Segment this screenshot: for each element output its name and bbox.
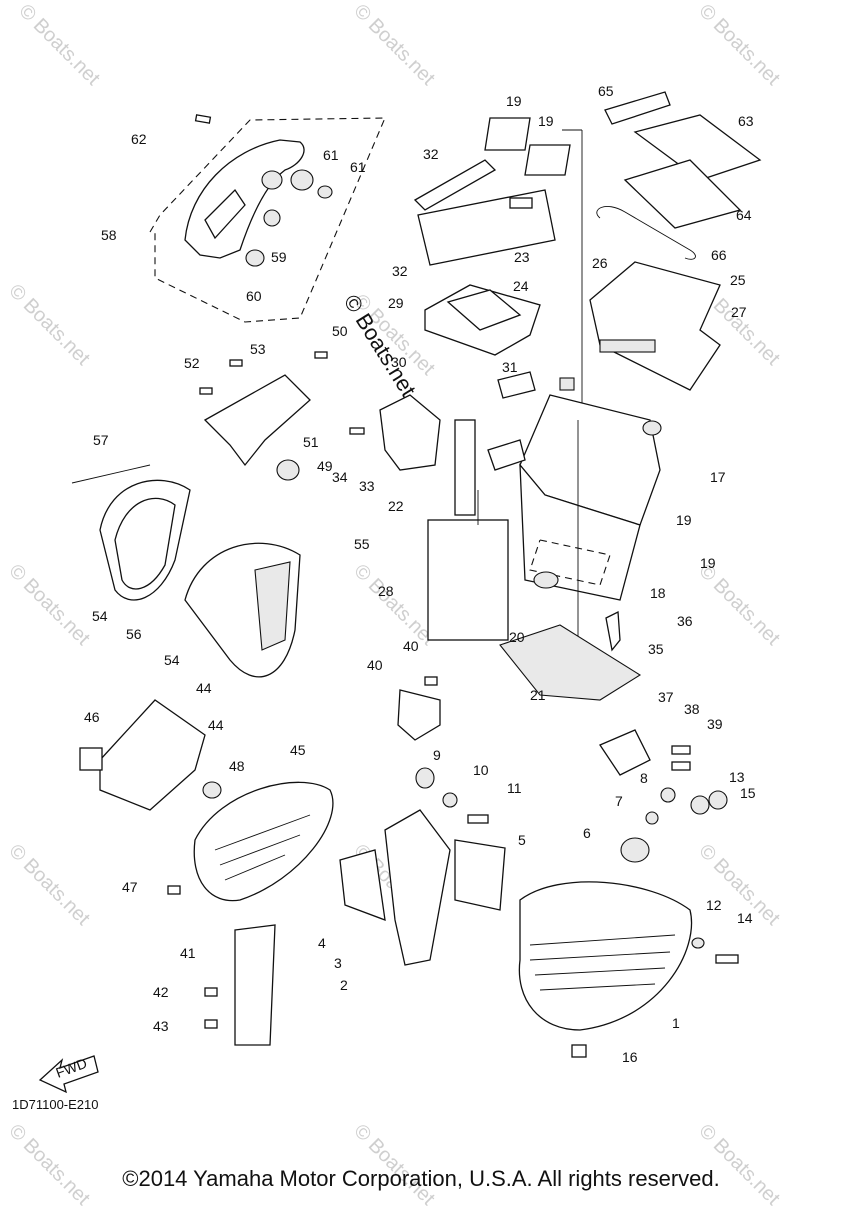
callout-42: 42: [153, 984, 169, 1000]
callout-5: 5: [518, 832, 526, 848]
tool-pouch-group: [589, 91, 762, 391]
callout-8: 8: [640, 770, 648, 786]
callout-36: 36: [677, 613, 693, 629]
callout-64: 64: [736, 207, 752, 223]
callout-22: 22: [388, 498, 404, 514]
callout-17: 17: [710, 469, 726, 485]
callout-59: 59: [271, 249, 287, 265]
callout-19: 19: [676, 512, 692, 528]
callout-19: 19: [538, 113, 554, 129]
callout-6: 6: [583, 825, 591, 841]
callout-65: 65: [598, 83, 614, 99]
callout-54: 54: [164, 652, 180, 668]
callout-55: 55: [354, 536, 370, 552]
callout-44: 44: [196, 680, 212, 696]
callout-53: 53: [250, 341, 266, 357]
callout-25: 25: [730, 272, 746, 288]
callout-61: 61: [350, 159, 366, 175]
callout-26: 26: [592, 255, 608, 271]
callout-66: 66: [711, 247, 727, 263]
callout-13: 13: [729, 769, 745, 785]
callout-31: 31: [502, 359, 518, 375]
callout-29: 29: [388, 295, 404, 311]
right-cover-group: [518, 729, 739, 1058]
callout-20: 20: [509, 629, 525, 645]
callout-19: 19: [700, 555, 716, 571]
callout-1: 1: [672, 1015, 680, 1031]
callout-14: 14: [737, 910, 753, 926]
center-lower-group: [339, 676, 506, 966]
callout-19: 19: [506, 93, 522, 109]
callout-41: 41: [180, 945, 196, 961]
fwd-arrow: FWD: [38, 1055, 99, 1094]
callout-63: 63: [738, 113, 754, 129]
callout-58: 58: [101, 227, 117, 243]
bracket-and-plate-group: [349, 394, 642, 701]
callout-11: 11: [507, 780, 522, 796]
callout-47: 47: [122, 879, 138, 895]
battery-cover-group: [413, 117, 583, 420]
callout-57: 57: [93, 432, 109, 448]
callout-7: 7: [615, 793, 623, 809]
callout-27: 27: [731, 304, 747, 320]
callout-9: 9: [433, 747, 441, 763]
callout-40: 40: [403, 638, 419, 654]
left-cover-group: [71, 351, 328, 678]
callout-45: 45: [290, 742, 306, 758]
callout-38: 38: [684, 701, 700, 717]
callout-46: 46: [84, 709, 100, 725]
lower-left-bracket-group: [79, 699, 334, 1046]
callout-61: 61: [323, 147, 339, 163]
callout-21: 21: [530, 687, 546, 703]
callout-33: 33: [359, 478, 375, 494]
callout-28: 28: [378, 583, 394, 599]
callout-18: 18: [650, 585, 666, 601]
callout-60: 60: [246, 288, 262, 304]
callout-40: 40: [367, 657, 383, 673]
callout-37: 37: [658, 689, 674, 705]
copyright-notice: ©2014 Yamaha Motor Corporation, U.S.A. A…: [122, 1166, 720, 1191]
side-cover-assembly-group: [149, 114, 386, 323]
callout-39: 39: [707, 716, 723, 732]
callout-23: 23: [514, 249, 530, 265]
callout-56: 56: [126, 626, 142, 642]
callout-3: 3: [334, 955, 342, 971]
callout-2: 2: [340, 977, 348, 993]
callout-49: 49: [317, 458, 333, 474]
callout-43: 43: [153, 1018, 169, 1034]
callout-32: 32: [392, 263, 408, 279]
callout-48: 48: [229, 758, 245, 774]
callout-54: 54: [92, 608, 108, 624]
callout-24: 24: [513, 278, 529, 294]
callout-50: 50: [332, 323, 348, 339]
callout-51: 51: [303, 434, 319, 450]
callout-12: 12: [706, 897, 722, 913]
callout-30: 30: [391, 354, 407, 370]
diagram-code: 1D71100-E210: [12, 1097, 99, 1112]
callout-44: 44: [208, 717, 224, 733]
callout-10: 10: [473, 762, 489, 778]
callout-52: 52: [184, 355, 200, 371]
callout-62: 62: [131, 131, 147, 147]
callout-34: 34: [332, 469, 348, 485]
callout-35: 35: [648, 641, 664, 657]
callout-4: 4: [318, 935, 326, 951]
callout-15: 15: [740, 785, 756, 801]
callout-16: 16: [622, 1049, 638, 1065]
callout-32: 32: [423, 146, 439, 162]
battery-tray-group: [424, 284, 541, 399]
